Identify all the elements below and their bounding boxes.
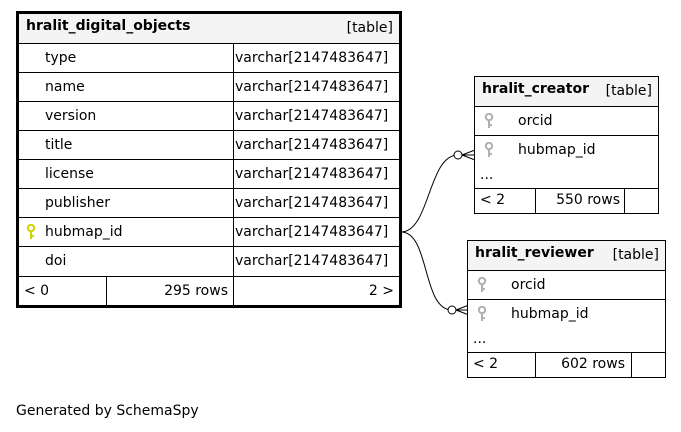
column-row: doi varchar[2147483647] xyxy=(19,247,399,276)
table-name: hralit_reviewer xyxy=(475,245,594,261)
column-row: title varchar[2147483647] xyxy=(19,131,399,160)
column-name: orcid xyxy=(518,113,553,129)
table-tag: [table] xyxy=(346,20,393,36)
table-name: hralit_digital_objects xyxy=(26,18,191,34)
parents-count: < 2 xyxy=(473,356,499,372)
table-header: hralit_reviewer [table] xyxy=(468,241,665,271)
link-creator-crowfoot xyxy=(461,149,476,161)
column-name: hubmap_id xyxy=(518,142,596,158)
column-row: license varchar[2147483647] xyxy=(19,160,399,189)
parents-count: < 2 xyxy=(480,192,506,208)
column-type: varchar[2147483647] xyxy=(235,50,389,66)
table-header: hralit_creator [table] xyxy=(475,77,658,107)
link-reviewer-endpoint xyxy=(447,305,457,315)
row-count: 295 rows xyxy=(164,283,228,299)
link-reviewer-crowfoot xyxy=(455,304,470,316)
parents-count: < 0 xyxy=(24,283,50,299)
column-name: doi xyxy=(45,253,67,269)
key-icon xyxy=(483,112,495,129)
column-name: publisher xyxy=(45,195,110,211)
column-name: hubmap_id xyxy=(45,224,123,240)
key-icon xyxy=(483,141,495,158)
table-tag: [table] xyxy=(605,83,652,99)
row-count: 602 rows xyxy=(561,356,625,372)
column-type: varchar[2147483647] xyxy=(235,166,389,182)
column-name: version xyxy=(45,108,97,124)
key-icon xyxy=(476,305,488,322)
table-footer: < 2 602 rows xyxy=(468,353,665,377)
table-footer: < 2 550 rows xyxy=(475,189,658,213)
table-name: hralit_creator xyxy=(482,81,589,97)
column-type: varchar[2147483647] xyxy=(235,195,389,211)
column-name: type xyxy=(45,50,77,66)
column-type: varchar[2147483647] xyxy=(235,108,389,124)
link-reviewer xyxy=(400,231,453,311)
column-name: title xyxy=(45,137,73,153)
column-type: varchar[2147483647] xyxy=(235,253,389,269)
column-row: version varchar[2147483647] xyxy=(19,102,399,131)
table-hralit-reviewer[interactable]: hralit_reviewer [table] orcid hubmap_id .… xyxy=(467,240,666,378)
key-icon xyxy=(25,223,37,240)
column-type: varchar[2147483647] xyxy=(235,137,389,153)
column-row: orcid xyxy=(468,271,665,300)
table-hralit-creator[interactable]: hralit_creator [table] orcid hubmap_id ..… xyxy=(474,76,659,214)
more-columns: ... xyxy=(468,329,665,353)
table-header: hralit_digital_objects [table] xyxy=(19,14,399,44)
generated-by-footer: Generated by SchemaSpy xyxy=(16,403,199,419)
column-row: hubmap_id xyxy=(475,136,658,165)
column-row: type varchar[2147483647] xyxy=(19,44,399,73)
column-row: publisher varchar[2147483647] xyxy=(19,189,399,218)
column-name: hubmap_id xyxy=(511,306,589,322)
link-creator-endpoint xyxy=(453,150,463,160)
column-name: name xyxy=(45,79,85,95)
more-columns: ... xyxy=(475,165,658,189)
table-footer: < 0 295 rows 2 > xyxy=(19,276,399,305)
table-tag: [table] xyxy=(612,247,659,263)
column-row: hubmap_id xyxy=(468,300,665,329)
column-row: hubmap_id varchar[2147483647] xyxy=(19,218,399,247)
column-type: varchar[2147483647] xyxy=(235,79,389,95)
key-icon xyxy=(476,276,488,293)
column-name: license xyxy=(45,166,94,182)
children-count: 2 > xyxy=(368,283,394,299)
column-name: orcid xyxy=(511,277,546,293)
column-type: varchar[2147483647] xyxy=(235,224,389,240)
column-row: orcid xyxy=(475,107,658,136)
row-count: 550 rows xyxy=(556,192,620,208)
column-row: name varchar[2147483647] xyxy=(19,73,399,102)
link-creator xyxy=(400,154,459,233)
table-hralit-digital-objects[interactable]: hralit_digital_objects [table] type varch… xyxy=(16,11,402,308)
